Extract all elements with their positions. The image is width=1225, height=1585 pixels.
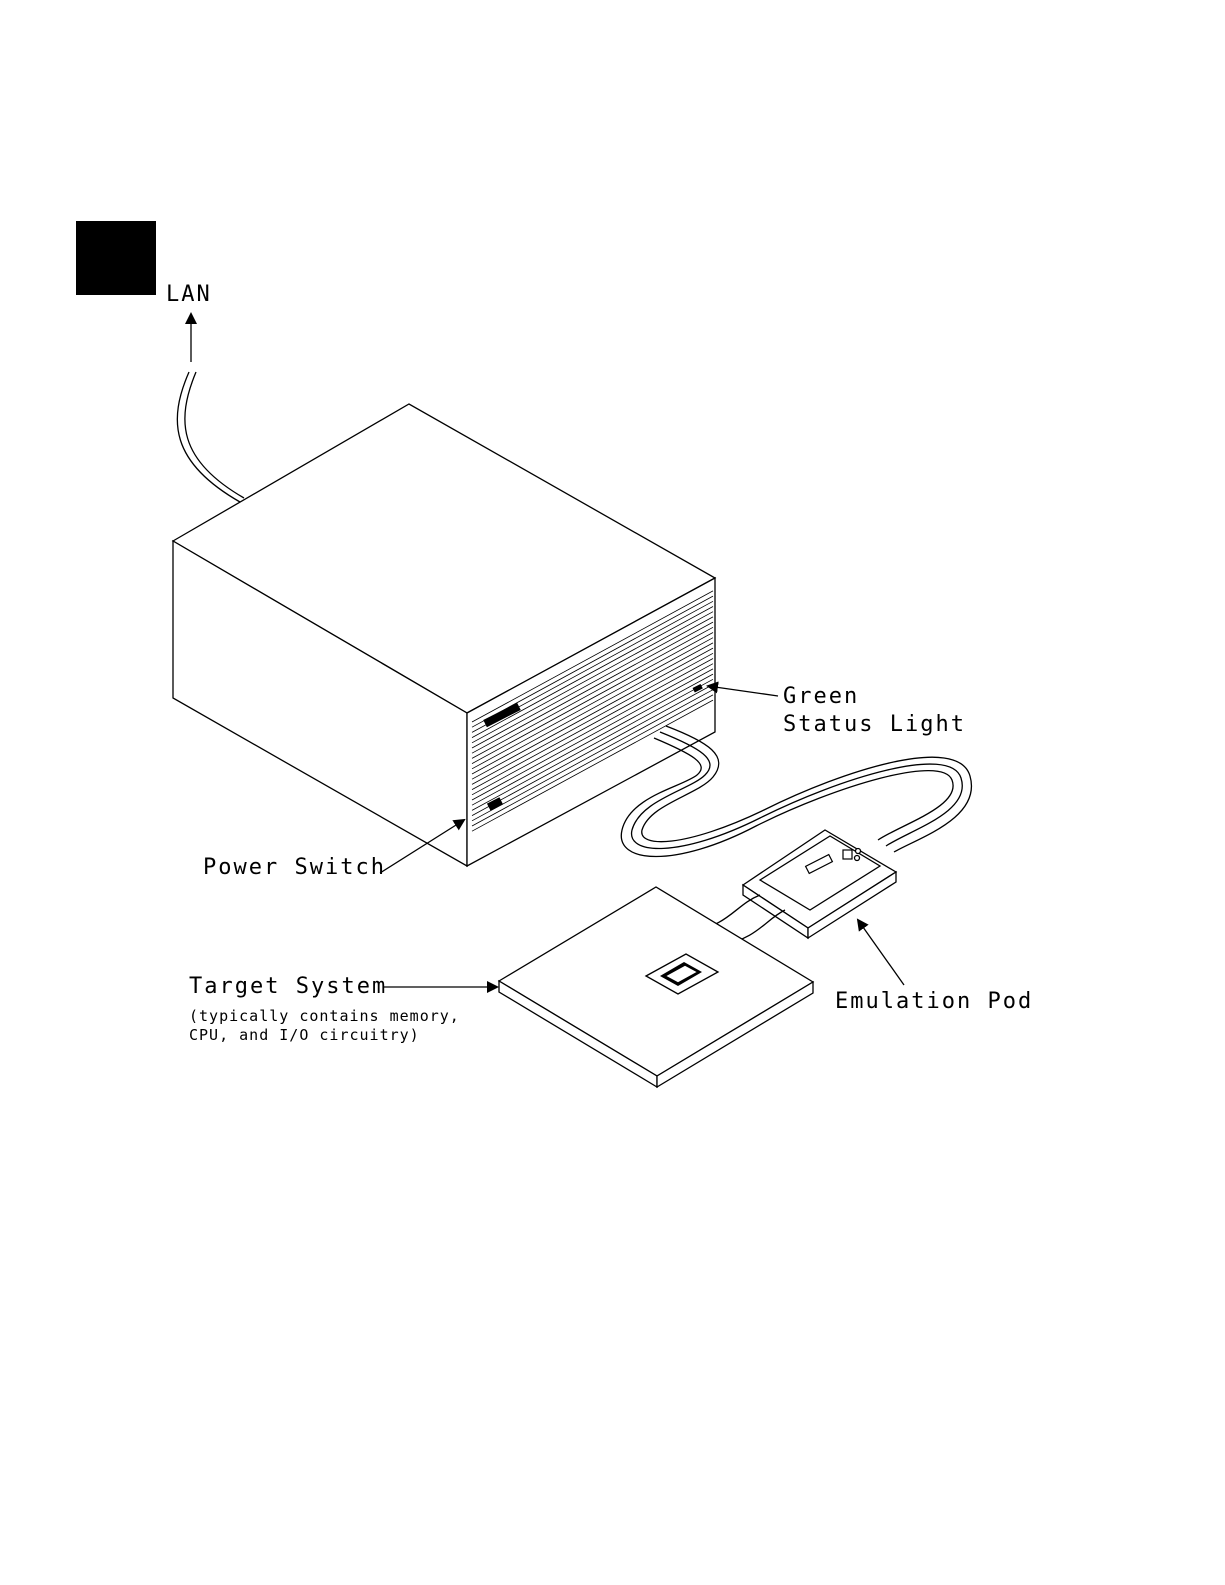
target-system-note-line1: (typically contains memory, bbox=[189, 1007, 460, 1025]
target-system-label: Target System bbox=[189, 974, 387, 999]
target-system-note-line2: CPU, and I/O circuitry) bbox=[189, 1026, 420, 1044]
emulation-pod-label: Emulation Pod bbox=[835, 989, 1033, 1014]
emulator-unit bbox=[173, 404, 715, 866]
chapter-tab-block bbox=[76, 221, 156, 295]
green-status-arrow bbox=[708, 686, 778, 696]
green-status-label-line2: Status Light bbox=[783, 712, 966, 737]
power-switch-label: Power Switch bbox=[203, 855, 386, 880]
lan-label: LAN bbox=[166, 282, 212, 307]
emulation-pod-arrow bbox=[858, 920, 904, 985]
emulation-pod bbox=[743, 830, 896, 938]
green-status-label-line1: Green bbox=[783, 684, 859, 709]
target-system-board bbox=[499, 887, 813, 1087]
lan-cable bbox=[177, 372, 244, 502]
